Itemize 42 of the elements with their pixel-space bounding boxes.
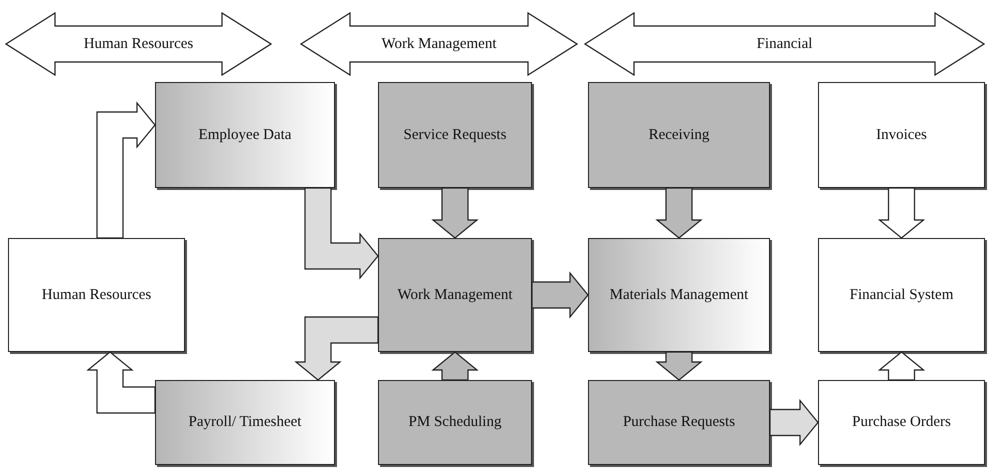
block-arrow [86, 351, 156, 414]
box-label: Human Resources [40, 286, 152, 305]
block-arrow [96, 101, 156, 239]
double-arrow-band [300, 12, 578, 76]
process-box [155, 82, 335, 188]
process-box [588, 238, 770, 352]
box-label: Purchase Orders [851, 413, 952, 432]
process-box [818, 82, 985, 188]
block-arrow [431, 187, 479, 239]
box-label: Purchase Requests [622, 413, 736, 432]
block-arrow [304, 187, 379, 280]
block-arrow [655, 187, 703, 239]
block-arrow [769, 398, 819, 446]
box-label: Work Management [396, 286, 514, 305]
box-label: PM Scheduling [408, 413, 502, 432]
process-box [378, 380, 532, 465]
process-box [378, 238, 532, 352]
box-label: Payroll/ Timesheet [188, 413, 302, 432]
box-label: Employee Data [198, 126, 292, 145]
block-arrow [878, 351, 926, 381]
block-arrow [655, 351, 703, 381]
process-box [8, 238, 185, 352]
double-arrow-band [584, 12, 985, 76]
block-arrow [878, 187, 926, 239]
process-box [378, 82, 532, 188]
block-arrow [531, 271, 589, 319]
process-box [818, 238, 985, 352]
box-label: Service Requests [402, 126, 508, 145]
double-arrow-band [5, 12, 272, 76]
block-arrow [294, 316, 379, 381]
process-box [588, 82, 770, 188]
box-label: Materials Management [608, 286, 750, 305]
box-label: Human Resources [82, 34, 194, 54]
box-label: Financial System [848, 286, 954, 305]
box-label: Financial [756, 34, 814, 54]
process-box [588, 380, 770, 465]
process-box [155, 380, 335, 465]
block-arrow [431, 351, 479, 381]
box-label: Work Management [380, 34, 498, 54]
box-label: Invoices [875, 126, 928, 145]
process-box [818, 380, 985, 465]
box-label: Receiving [648, 126, 710, 145]
